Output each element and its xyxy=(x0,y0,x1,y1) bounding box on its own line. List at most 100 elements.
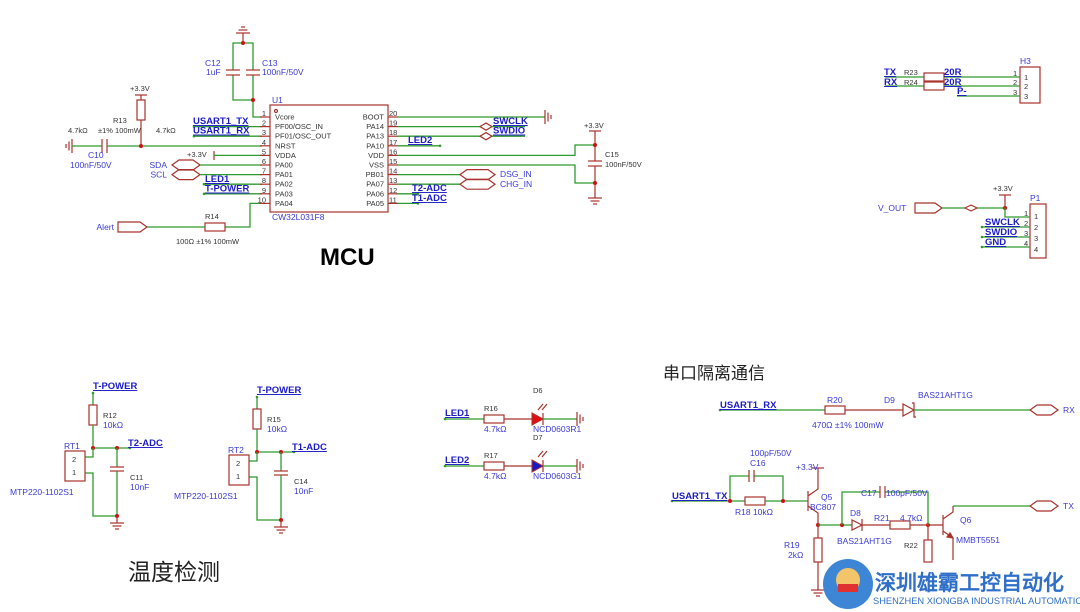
net-usart1-rx: USART1_RX xyxy=(193,126,250,137)
net-sda: SDA xyxy=(150,160,168,170)
pin-number: 17 xyxy=(389,138,397,147)
pin-number: 3 xyxy=(1024,229,1028,238)
r13-value-2: 4.7kΩ xyxy=(156,126,176,135)
mcu-block: C12 1uF C13 100nF/50V +3.3V R13 4.7kΩ ±1… xyxy=(65,26,642,271)
net-usart1-rx: USART1_RX xyxy=(720,400,777,411)
pin-number: 2 xyxy=(1034,223,1038,232)
net-tx: TX xyxy=(884,67,897,78)
resistor xyxy=(483,414,505,424)
pin-name: PA04 xyxy=(275,199,293,208)
c16-ref: C16 xyxy=(750,458,766,468)
resistor-value: 4.7kΩ xyxy=(484,471,506,481)
net-swdio: SWDIO xyxy=(493,126,525,137)
thermistor-part: MTP220-1102S1 xyxy=(10,487,74,497)
pin-number: 3 xyxy=(1013,88,1017,97)
pin-name: PA01 xyxy=(275,170,293,179)
r19-ref: R19 xyxy=(784,540,800,550)
resistor xyxy=(483,461,505,471)
right-nets: SWCLK SWDIO LED2 +3.3V C15 100nF/50V DSG… xyxy=(398,109,642,205)
pin-number: 19 xyxy=(389,119,397,128)
h3-connector: H3 TX RX R23 R24 20R 20R P- 1 2 3 1 2 3 xyxy=(884,56,1041,104)
swclk-port xyxy=(478,122,494,131)
resistor-ref: R12 xyxy=(103,411,117,420)
net-usart1-tx: USART1_TX xyxy=(193,116,249,127)
pin-name: PA00 xyxy=(275,161,293,170)
pin-number: 2 xyxy=(236,459,240,468)
c13-ref: C13 xyxy=(262,58,278,68)
pin-number: 1 xyxy=(1024,73,1028,82)
thermistor-body xyxy=(64,450,86,482)
pin-number: 12 xyxy=(389,186,397,195)
d8-part: BAS21AHT1G xyxy=(837,536,892,546)
net-scl: SCL xyxy=(150,170,167,180)
v-out-port xyxy=(914,202,944,214)
ground-icon xyxy=(273,526,289,534)
resistor-value: 10kΩ xyxy=(267,424,287,434)
resistor xyxy=(88,404,98,426)
net-t-power: T-POWER xyxy=(257,385,301,396)
resistor-value: 10kΩ xyxy=(103,420,123,430)
nrst-network: +3.3V R13 4.7kΩ ±1% 100mW 4.7kΩ C10 100n… xyxy=(65,84,262,170)
pin-number: 15 xyxy=(389,157,397,166)
pin-number: 13 xyxy=(389,176,397,185)
q5-ref: Q5 xyxy=(821,492,833,502)
r21-value: 4.7kΩ xyxy=(900,513,922,523)
c15-value: 100nF/50V xyxy=(605,160,642,169)
pin-number: 14 xyxy=(389,167,397,176)
temperature-title: 温度检测 xyxy=(128,560,220,586)
c15-ref: C15 xyxy=(605,150,619,159)
pin-number: 11 xyxy=(389,195,397,204)
net-label: LED2 xyxy=(445,455,469,466)
c13-value: 100nF/50V xyxy=(262,67,304,77)
ground-icon xyxy=(65,138,73,154)
pin-name: PA07 xyxy=(366,180,384,189)
pin-name: PA02 xyxy=(275,180,293,189)
net-rx-out: RX xyxy=(1063,405,1075,415)
pin-name: PA10 xyxy=(366,141,384,150)
pin-name: PF01/OSC_OUT xyxy=(275,132,332,141)
q5-part: BC807 xyxy=(810,502,836,512)
r13-ref: R13 xyxy=(113,116,127,125)
d9-part: BAS21AHT1G xyxy=(918,390,973,400)
ground-icon xyxy=(235,26,251,34)
pin-number: 4 xyxy=(1024,239,1028,248)
pin-number: 1 xyxy=(1034,212,1038,221)
capacitor-value: 10nF xyxy=(130,482,149,492)
net-dsg-in: DSG_IN xyxy=(500,169,532,179)
h3-ref: H3 xyxy=(1020,56,1031,66)
pin-number: 7 xyxy=(262,167,266,176)
capacitor-value: 10nF xyxy=(294,486,313,496)
vcc-label: +3.3V xyxy=(796,462,819,472)
pin-name: PA03 xyxy=(275,189,293,198)
pin-number: 2 xyxy=(1024,219,1028,228)
net-gnd: GND xyxy=(985,237,1006,248)
pin-number: 8 xyxy=(262,176,266,185)
c17-value: 100pF/50V xyxy=(886,488,928,498)
q6-transistor xyxy=(942,506,955,560)
thermistor-ref: RT1 xyxy=(64,441,80,451)
net-chg-in: CHG_IN xyxy=(500,179,532,189)
dsg-port xyxy=(458,169,497,181)
pin-name: PB01 xyxy=(366,170,384,179)
thermistor-part: MTP220-1102S1 xyxy=(174,491,238,501)
net-t-power: T-POWER xyxy=(205,184,249,195)
pin-name: VSS xyxy=(369,161,384,170)
pin-number: 3 xyxy=(1024,92,1028,101)
led-ref: D7 xyxy=(533,433,543,442)
watermark-en: SHENZHEN XIONGBA INDUSTRIAL AUTOMATION xyxy=(873,596,1080,606)
pin-name: BOOT xyxy=(363,113,385,122)
r24-value: 20R xyxy=(944,77,962,88)
pin-name: PA06 xyxy=(366,189,384,198)
c10-ref: C10 xyxy=(88,150,104,160)
c12-c13-capacitors: C12 1uF C13 100nF/50V xyxy=(205,26,304,118)
pin-number: 2 xyxy=(1013,78,1017,87)
pin-number: 18 xyxy=(389,128,397,137)
r14-ref: R14 xyxy=(205,212,219,221)
pin-number: 20 xyxy=(389,109,397,118)
serial-isolation-block: 串口隔离通信 USART1_RX R20 470Ω ±1% 100mW D9 B… xyxy=(663,364,1075,597)
vcc-label: +3.3V xyxy=(993,184,1013,193)
scl-port xyxy=(170,169,202,181)
pin-name: PF00/OSC_IN xyxy=(275,122,323,131)
alert-port xyxy=(117,221,149,233)
